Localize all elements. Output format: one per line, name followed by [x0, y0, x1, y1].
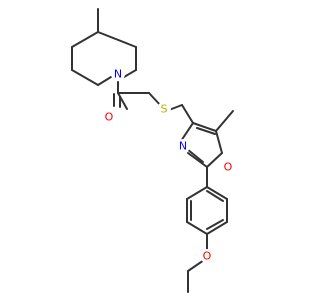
- oxygen-atom-carbonyl: O: [105, 111, 114, 124]
- atom-labels: N O S N O O: [102, 67, 235, 263]
- oxazole-ring: [180, 110, 234, 168]
- oxygen-atom-oxazole: O: [224, 161, 233, 174]
- thioether-linker: [148, 92, 194, 124]
- nitrogen-atom-oxazole: N: [179, 140, 187, 153]
- amide-group: [113, 81, 150, 110]
- piperidine-ring: [71, 31, 137, 86]
- ethoxy-group: [187, 233, 208, 293]
- nitrogen-atom-piperidine: N: [114, 68, 122, 81]
- sulfur-atom: S: [161, 103, 168, 116]
- oxygen-atom-ethoxy: O: [203, 250, 212, 263]
- phenyl-ring: [186, 166, 228, 235]
- molecule-structure: N O S N O O: [71, 8, 235, 293]
